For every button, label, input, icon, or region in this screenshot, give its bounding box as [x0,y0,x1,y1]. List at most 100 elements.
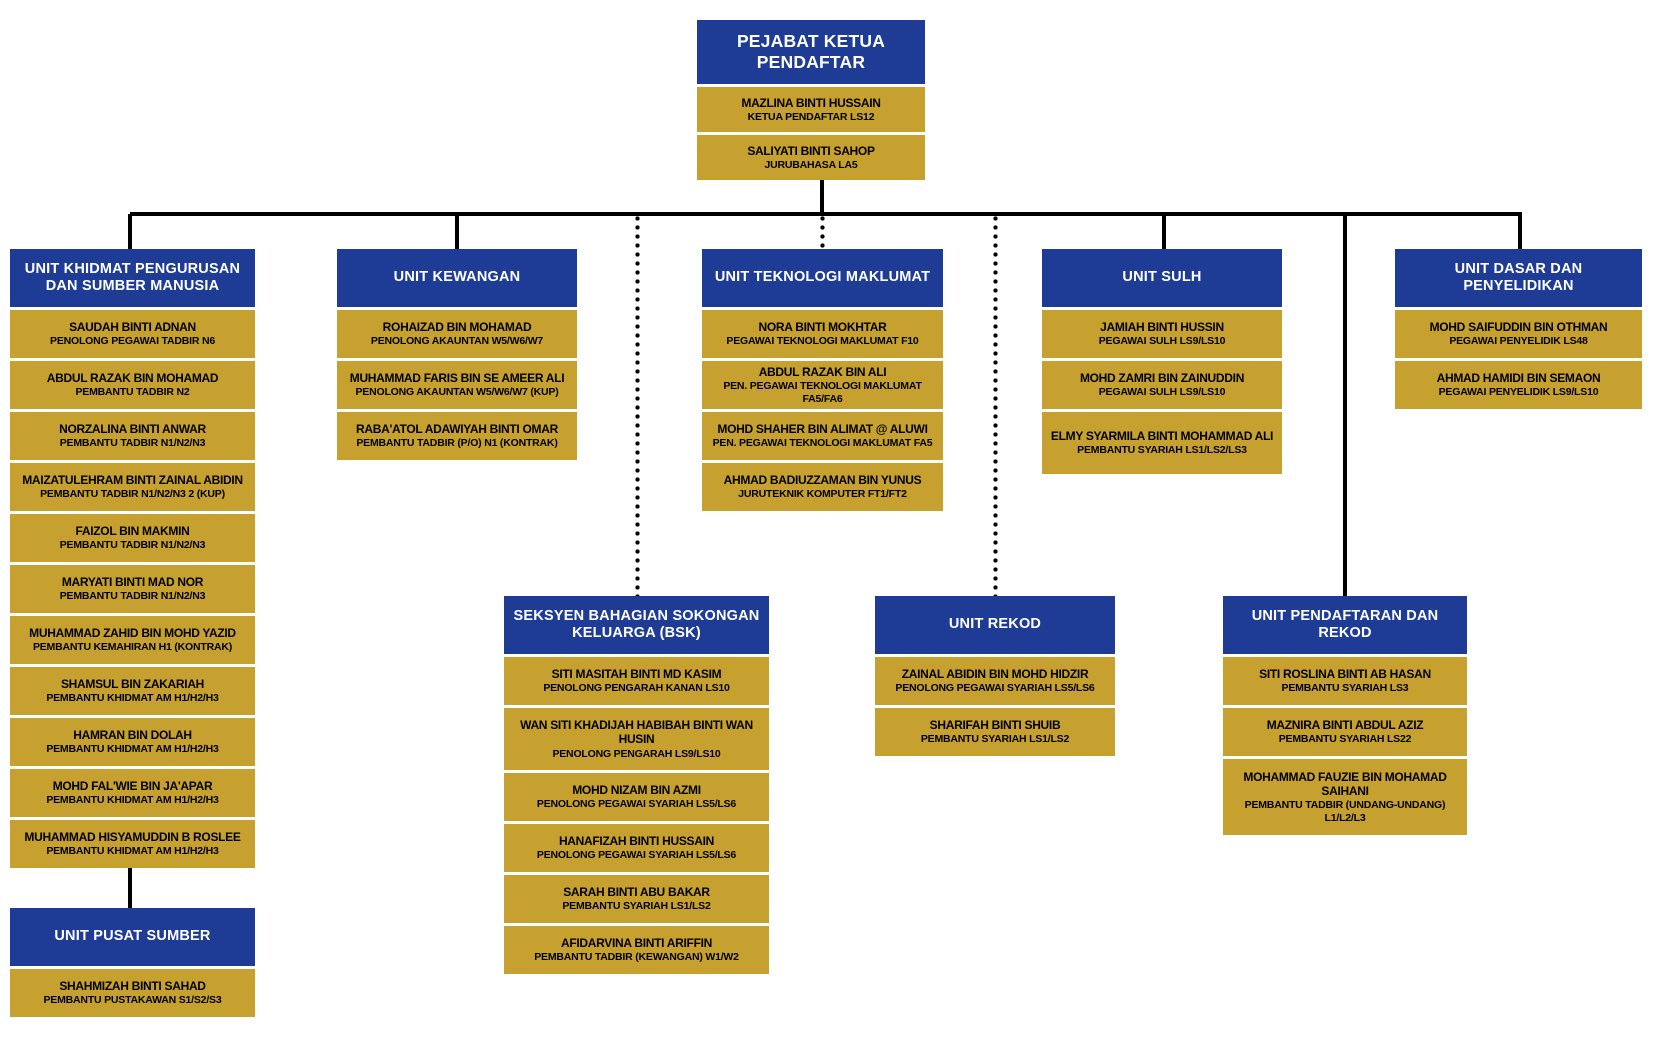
member-role: KETUA PENDAFTAR LS12 [747,110,875,123]
member-name: SALIYATI BINTI SAHOP [747,143,875,158]
member-card: NORA BINTI MOKHTAR PEGAWAI TEKNOLOGI MAK… [702,310,943,358]
member-role: PEMBANTU TADBIR (KEWANGAN) W1/W2 [534,951,739,964]
connector-root-stub [820,176,824,214]
connector-horizontal-bar [130,212,1522,216]
member-name: ABDUL RAZAK BIN ALI [758,364,887,379]
member-role: PENOLONG PEGAWAI SYARIAH LS5/LS6 [536,798,737,811]
member-role: PENOLONG PEGAWAI SYARIAH LS5/LS6 [536,849,737,862]
unit-header: UNIT SULH [1042,249,1282,307]
member-role: PENOLONG PENGARAH LS9/LS10 [552,747,721,760]
connector-drop-dasar [1518,214,1522,250]
member-role: PEMBANTU TADBIR (UNDANG-UNDANG) L1/L2/L3 [1244,799,1446,824]
member-role: PEMBANTU KEMAHIRAN H1 (KONTRAK) [32,641,233,654]
member-name: MAIZATULEHRAM BINTI ZAINAL ABIDIN [22,473,243,487]
connector-drop-kewangan [455,214,459,250]
member-name: MUHAMMAD HISYAMUDDIN B ROSLEE [24,830,241,844]
member-name: MOHAMMAD FAUZIE BIN MOHAMAD SAIHANI [1243,769,1447,798]
member-card: SHAHMIZAH BINTI SAHAD PEMBANTU PUSTAKAWA… [10,969,255,1017]
member-card: MOHD NIZAM BIN AZMI PENOLONG PEGAWAI SYA… [504,773,769,821]
member-role: PEGAWAI PENYELIDIK LS48 [1449,335,1588,348]
member-role: PEMBANTU SYARIAH LS1/LS2 [920,733,1070,746]
member-card: SALIYATI BINTI SAHOP JURUBAHASA LA5 [697,135,925,180]
unit-header: UNIT PUSAT SUMBER [10,908,255,966]
member-name: ABDUL RAZAK BIN MOHAMAD [46,371,219,385]
member-name: MOHD SAIFUDDIN BIN OTHMAN [1429,320,1608,334]
member-card: HANAFIZAH BINTI HUSSAIN PENOLONG PEGAWAI… [504,824,769,872]
unit-dasar-penyelidikan: UNIT DASAR DAN PENYELIDIKAN MOHD SAIFUDD… [1395,249,1642,412]
unit-title: UNIT KEWANGAN [393,269,521,286]
unit-title: UNIT REKOD [948,616,1042,633]
unit-khidmat-pengurusan: UNIT KHIDMAT PENGURUSAN DAN SUMBER MANUS… [10,249,255,871]
member-role: PEMBANTU PUSTAKAWAN S1/S2/S3 [43,994,222,1007]
member-name: RABA'ATOL ADAWIYAH BINTI OMAR [356,422,558,436]
member-role: PEGAWAI TEKNOLOGI MAKLUMAT F10 [726,335,919,348]
unit-kewangan: UNIT KEWANGAN ROHAIZAD BIN MOHAMAD PENOL… [337,249,577,463]
member-name: JAMIAH BINTI HUSSIN [1100,320,1224,334]
unit-seksyen-bsk: SEKSYEN BAHAGIAN SOKONGAN KELUARGA (BSK)… [504,596,769,977]
member-card: MOHAMMAD FAUZIE BIN MOHAMAD SAIHANI PEMB… [1223,759,1467,835]
unit-sulh: UNIT SULH JAMIAH BINTI HUSSIN PEGAWAI SU… [1042,249,1282,477]
member-card: SHARIFAH BINTI SHUIB PEMBANTU SYARIAH LS… [875,708,1115,756]
member-name: MAZNIRA BINTI ABDUL AZIZ [1266,718,1424,732]
member-name: MOHD FAL'WIE BIN JA'APAR [52,779,213,793]
unit-header: UNIT KHIDMAT PENGURUSAN DAN SUMBER MANUS… [10,249,255,307]
member-card: ZAINAL ABIDIN BIN MOHD HIDZIR PENOLONG P… [875,657,1115,705]
member-card: SAUDAH BINTI ADNAN PENOLONG PEGAWAI TADB… [10,310,255,358]
member-name: SHAHMIZAH BINTI SAHAD [59,979,206,993]
unit-teknologi-maklumat: UNIT TEKNOLOGI MAKLUMAT NORA BINTI MOKHT… [702,249,943,514]
unit-pusat-sumber: UNIT PUSAT SUMBER SHAHMIZAH BINTI SAHAD … [10,908,255,1020]
connector-drop-pendaftaran [1343,214,1347,596]
member-role: PEMBANTU TADBIR N1/N2/N3 [59,539,206,552]
member-name: AHMAD HAMIDI BIN SEMAON [1436,371,1601,385]
member-card: MUHAMMAD FARIS BIN SE AMEER ALI PENOLONG… [337,361,577,409]
member-name: WAN SITI KHADIJAH HABIBAH BINTI WAN HUSI… [520,717,753,747]
member-role: PEGAWAI SULH LS9/LS10 [1098,386,1226,399]
member-role: JURUBAHASA LA5 [764,158,858,171]
unit-title: UNIT TEKNOLOGI MAKLUMAT [714,269,931,286]
unit-title: SEKSYEN BAHAGIAN SOKONGAN KELUARGA (BSK) [513,607,760,641]
member-card: MOHD SAIFUDDIN BIN OTHMAN PEGAWAI PENYEL… [1395,310,1642,358]
unit-title: UNIT DASAR DAN PENYELIDIKAN [1454,260,1583,294]
member-role: PEMBANTU TADBIR N1/N2/N3 2 (KUP) [40,488,225,501]
member-card: FAIZOL BIN MAKMIN PEMBANTU TADBIR N1/N2/… [10,514,255,562]
member-name: NORA BINTI MOKHTAR [758,320,887,334]
member-name: HAMRAN BIN DOLAH [73,728,192,742]
member-name: AFIDARVINA BINTI ARIFFIN [560,936,712,950]
member-card: ROHAIZAD BIN MOHAMAD PENOLONG AKAUNTAN W… [337,310,577,358]
member-name: SITI ROSLINA BINTI AB HASAN [1259,667,1431,681]
unit-header: UNIT PENDAFTARAN DAN REKOD [1223,596,1467,654]
member-card: WAN SITI KHADIJAH HABIBAH BINTI WAN HUSI… [504,708,769,770]
member-card: NORZALINA BINTI ANWAR PEMBANTU TADBIR N1… [10,412,255,460]
member-card: SARAH BINTI ABU BAKAR PEMBANTU SYARIAH L… [504,875,769,923]
member-name: ELMY SYARMILA BINTI MOHAMMAD ALI [1050,429,1274,443]
connector-drop-khidmat [128,214,132,250]
member-name: SHARIFAH BINTI SHUIB [929,718,1061,732]
unit-title: UNIT PENDAFTARAN DAN REKOD [1251,607,1439,641]
member-card: MOHD FAL'WIE BIN JA'APAR PEMBANTU KHIDMA… [10,769,255,817]
member-card: MAZNIRA BINTI ABDUL AZIZ PEMBANTU SYARIA… [1223,708,1467,756]
member-name: MARYATI BINTI MAD NOR [61,575,204,589]
member-role: PEGAWAI SULH LS9/LS10 [1098,335,1226,348]
member-card: AFIDARVINA BINTI ARIFFIN PEMBANTU TADBIR… [504,926,769,974]
member-name: MOHD SHAHER BIN ALIMAT @ ALUWI [717,422,928,436]
member-role: PEMBANTU SYARIAH LS22 [1278,733,1412,746]
member-role: PEMBANTU KHIDMAT AM H1/H2/H3 [46,692,219,705]
member-role: PEMBANTU KHIDMAT AM H1/H2/H3 [46,794,219,807]
connector-drop-sulh [1162,214,1166,250]
member-card: MUHAMMAD HISYAMUDDIN B ROSLEE PEMBANTU K… [10,820,255,868]
member-card: SHAMSUL BIN ZAKARIAH PEMBANTU KHIDMAT AM… [10,667,255,715]
member-name: SARAH BINTI ABU BAKAR [563,885,710,899]
member-name: SITI MASITAH BINTI MD KASIM [551,667,722,681]
member-card: MARYATI BINTI MAD NOR PEMBANTU TADBIR N1… [10,565,255,613]
unit-title: UNIT SULH [1122,269,1202,286]
member-card: ABDUL RAZAK BIN MOHAMAD PEMBANTU TADBIR … [10,361,255,409]
member-role: PEN. PEGAWAI TEKNOLOGI MAKLUMAT FA5 [712,437,933,450]
member-role: PEGAWAI PENYELIDIK LS9/LS10 [1438,386,1599,399]
member-name: NORZALINA BINTI ANWAR [59,422,206,436]
member-role: PEMBANTU TADBIR N2 [75,386,190,399]
connector-drop-teknologi-dotted [820,214,825,250]
member-card: AHMAD HAMIDI BIN SEMAON PEGAWAI PENYELID… [1395,361,1642,409]
member-name: SAUDAH BINTI ADNAN [69,320,196,334]
member-name: ROHAIZAD BIN MOHAMAD [382,320,532,334]
